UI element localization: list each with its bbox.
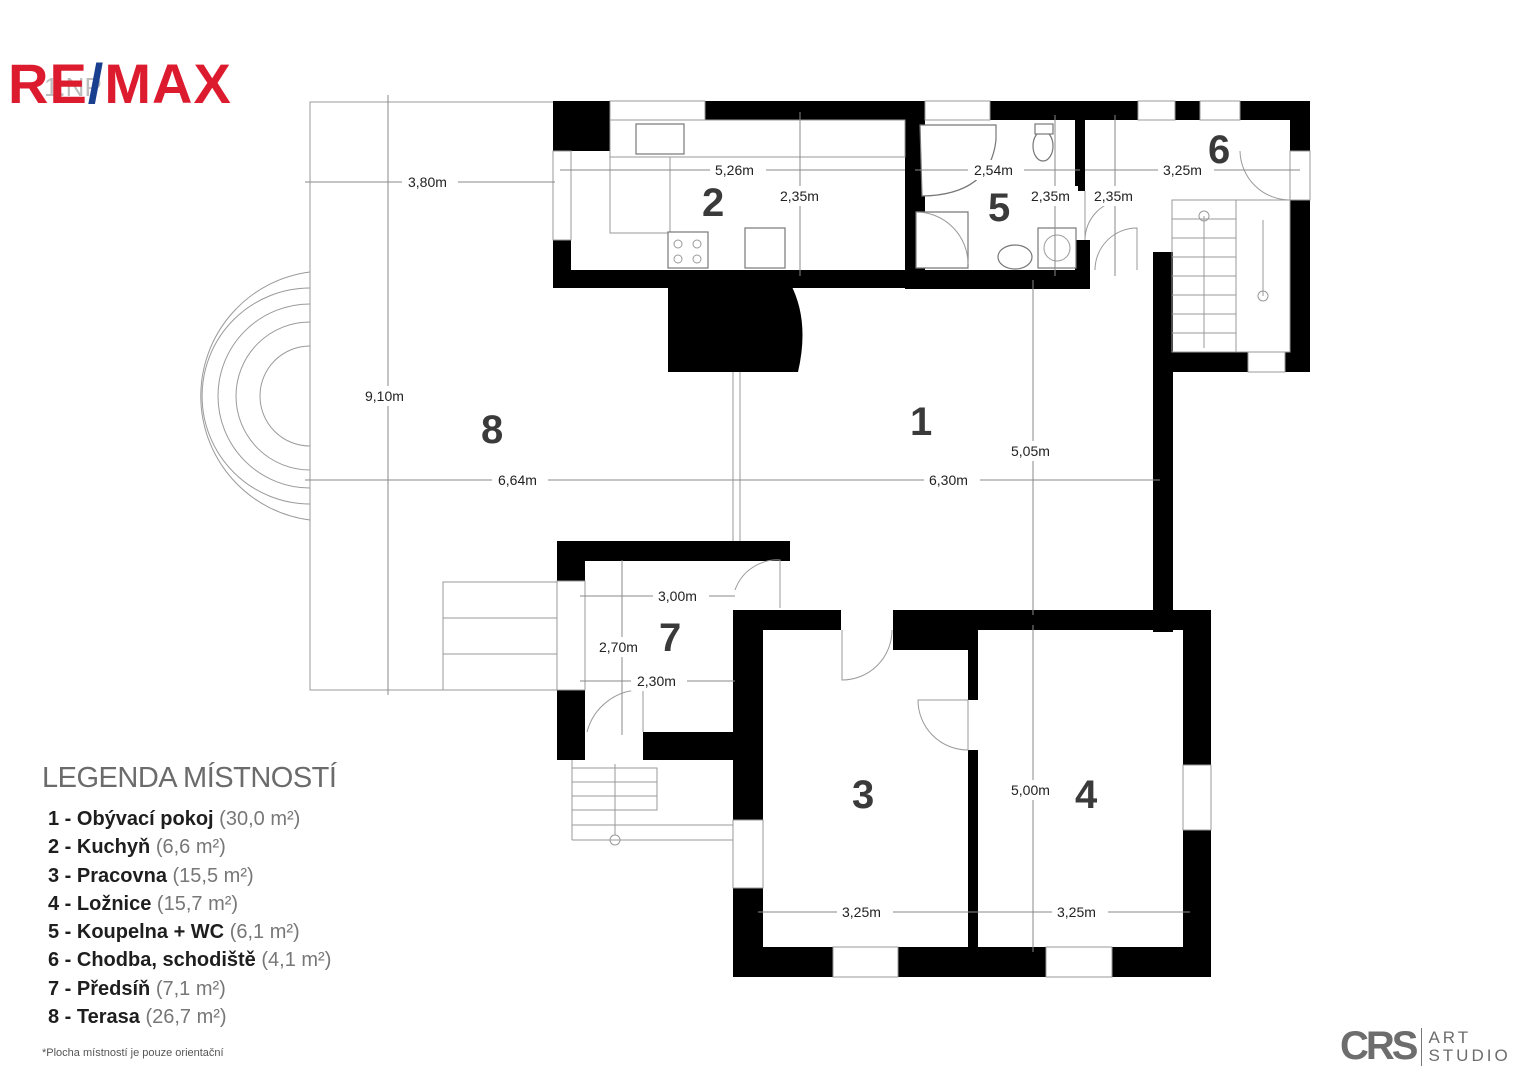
dim-hall-width: 3,25m bbox=[1163, 162, 1202, 178]
legend-item-area: (6,6 m²) bbox=[155, 836, 226, 859]
floor-label: 1.NP bbox=[44, 72, 102, 102]
legend-item-area: (26,7 m²) bbox=[145, 1006, 227, 1029]
room-legend: LEGENDA MÍSTNOSTÍ 1 - Obývací pokoj (30,… bbox=[42, 762, 337, 1031]
legend-item-label: 1 - Obývací pokoj bbox=[48, 808, 214, 830]
dim-living-depth: 5,05m bbox=[1011, 443, 1050, 459]
legend-item: 7 - Předsíň (7,1 m²) bbox=[48, 975, 336, 1003]
room-numbers: 1 2 3 4 5 6 7 8 bbox=[481, 128, 1230, 817]
dim-bedroom-width: 3,25m bbox=[1057, 904, 1096, 920]
legend-item-area: (6,1 m²) bbox=[229, 921, 300, 944]
studio-name-line1: ART bbox=[1428, 1027, 1472, 1047]
logo-text-right: MAX bbox=[104, 52, 232, 115]
logo-slash: / bbox=[87, 52, 105, 115]
dimension-labels: 3,80m 9,10m 6,64m 5,26m 2,35m 2,54m 2,35… bbox=[360, 160, 1214, 922]
room-number-6: 6 bbox=[1208, 128, 1230, 172]
dim-bath-width: 2,54m bbox=[974, 162, 1013, 178]
dim-entry-width: 3,00m bbox=[658, 588, 697, 604]
legend-item-label: 2 - Kuchyň bbox=[48, 836, 151, 859]
legend-item-area: (30,0 m²) bbox=[219, 808, 301, 830]
legend-item-area: (4,1 m²) bbox=[261, 949, 332, 972]
studio-logo: CRS ART STUDIO bbox=[1340, 1024, 1511, 1069]
legend-item-area: (15,5 m²) bbox=[172, 864, 254, 887]
legend-list: 1 - Obývací pokoj (30,0 m²) 2 - Kuchyň (… bbox=[42, 805, 336, 1031]
dim-terrace-width-top: 3,80m bbox=[408, 174, 447, 190]
legend-item: 1 - Obývací pokoj (30,0 m²) bbox=[48, 805, 336, 833]
legend-title: LEGENDA MÍSTNOSTÍ bbox=[42, 762, 337, 794]
legend-item-label: 3 - Pracovna bbox=[48, 864, 167, 887]
legend-item-label: 5 - Koupelna + WC bbox=[48, 921, 225, 944]
dim-terrace-width: 6,64m bbox=[498, 472, 537, 488]
dim-kitchen-depth: 2,35m bbox=[780, 188, 819, 204]
legend-item-area: (7,1 m²) bbox=[155, 977, 226, 1000]
room-number-8: 8 bbox=[481, 408, 503, 452]
dim-terrace-height: 9,10m bbox=[365, 388, 404, 404]
legend-item-label: 4 - Ložnice bbox=[48, 892, 152, 915]
studio-divider bbox=[1421, 1027, 1423, 1066]
dim-hall-depth: 2,35m bbox=[1094, 188, 1133, 204]
room-number-7: 7 bbox=[659, 616, 681, 660]
legend-item: 2 - Kuchyň (6,6 m²) bbox=[48, 833, 336, 861]
walls bbox=[553, 101, 1310, 977]
dim-living-width: 6,30m bbox=[929, 472, 968, 488]
studio-mark: CRS bbox=[1340, 1024, 1418, 1068]
legend-item-label: 8 - Terasa bbox=[48, 1006, 140, 1029]
dim-bedroom-depth: 5,00m bbox=[1011, 782, 1050, 798]
legend-item: 6 - Chodba, schodiště (4,1 m²) bbox=[48, 946, 336, 974]
legend-item: 8 - Terasa (26,7 m²) bbox=[48, 1003, 336, 1031]
legend-item: 3 - Pracovna (15,5 m²) bbox=[48, 862, 336, 890]
legend-item-area: (15,7 m²) bbox=[156, 892, 239, 915]
room-number-5: 5 bbox=[988, 186, 1010, 230]
dim-entry-inner: 2,30m bbox=[637, 673, 676, 689]
dim-bath-depth: 2,35m bbox=[1031, 188, 1070, 204]
remax-logo: RE/MAX bbox=[8, 56, 232, 112]
dimension-lines bbox=[305, 95, 1300, 952]
dim-study-width: 3,25m bbox=[842, 904, 881, 920]
staircase bbox=[571, 199, 1291, 846]
legend-item: 5 - Koupelna + WC (6,1 m²) bbox=[48, 918, 336, 946]
room-number-3: 3 bbox=[852, 773, 874, 817]
room-number-4: 4 bbox=[1075, 773, 1098, 817]
legend-item: 4 - Ložnice (15,7 m²) bbox=[48, 890, 336, 918]
room-number-1: 1 bbox=[910, 400, 932, 444]
terrace-outline bbox=[200, 101, 559, 691]
logo-text-left: RE bbox=[8, 52, 88, 115]
doors bbox=[586, 150, 1291, 751]
legend-item-label: 7 - Předsíň bbox=[48, 977, 151, 1000]
studio-name-line2: STUDIO bbox=[1428, 1045, 1511, 1065]
footnote: *Plocha místností je pouze orientační bbox=[42, 1047, 224, 1059]
dim-entry-depth: 2,70m bbox=[599, 639, 638, 655]
legend-item-label: 6 - Chodba, schodiště bbox=[48, 949, 256, 972]
dim-kitchen-width: 5,26m bbox=[715, 162, 754, 178]
studio-name: ART STUDIO bbox=[1428, 1027, 1511, 1065]
room-number-2: 2 bbox=[702, 181, 724, 225]
windows bbox=[552, 100, 1311, 978]
